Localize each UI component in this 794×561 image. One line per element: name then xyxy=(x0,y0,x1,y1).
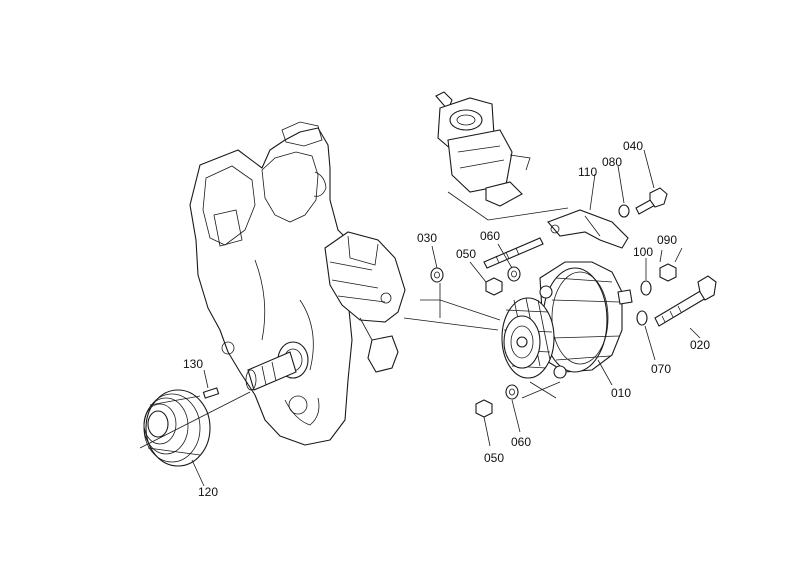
callout-080: 080 xyxy=(602,155,622,169)
callout-050-bottom: 050 xyxy=(484,451,504,465)
washer-100 xyxy=(640,280,652,296)
stud-bolt-top xyxy=(483,237,544,269)
callout-030: 030 xyxy=(417,231,437,245)
nut-050-bottom xyxy=(475,399,493,418)
water-pump-housing xyxy=(324,231,406,373)
alternator xyxy=(501,261,633,379)
callout-100: 100 xyxy=(633,245,653,259)
callout-120: 120 xyxy=(198,485,218,499)
callout-050-top: 050 xyxy=(456,247,476,261)
thermostat-housing xyxy=(435,91,531,207)
callout-070: 070 xyxy=(651,362,671,376)
callout-060-bottom: 060 xyxy=(511,435,531,449)
washer-080 xyxy=(618,204,630,218)
callout-110: 110 xyxy=(578,165,597,179)
callout-130: 130 xyxy=(183,357,203,371)
woodruff-key xyxy=(202,387,220,399)
crankshaft-nose xyxy=(245,341,309,391)
callout-010: 010 xyxy=(611,386,631,400)
adjusting-bracket xyxy=(547,209,629,249)
bolt-020 xyxy=(654,289,707,327)
crank-pulley xyxy=(143,389,211,467)
washer-030 xyxy=(430,267,444,283)
callout-060-top: 060 xyxy=(480,229,500,243)
nut-050-top xyxy=(485,277,503,296)
washer-060-bottom xyxy=(505,384,519,400)
callout-020: 020 xyxy=(690,338,710,352)
gear-case xyxy=(189,121,353,446)
callout-040: 040 xyxy=(623,139,643,153)
leader-lines xyxy=(191,149,701,487)
callout-090: 090 xyxy=(657,233,677,247)
washer-060-top xyxy=(507,266,521,282)
nut-090 xyxy=(659,263,677,282)
washer-070 xyxy=(636,310,648,326)
